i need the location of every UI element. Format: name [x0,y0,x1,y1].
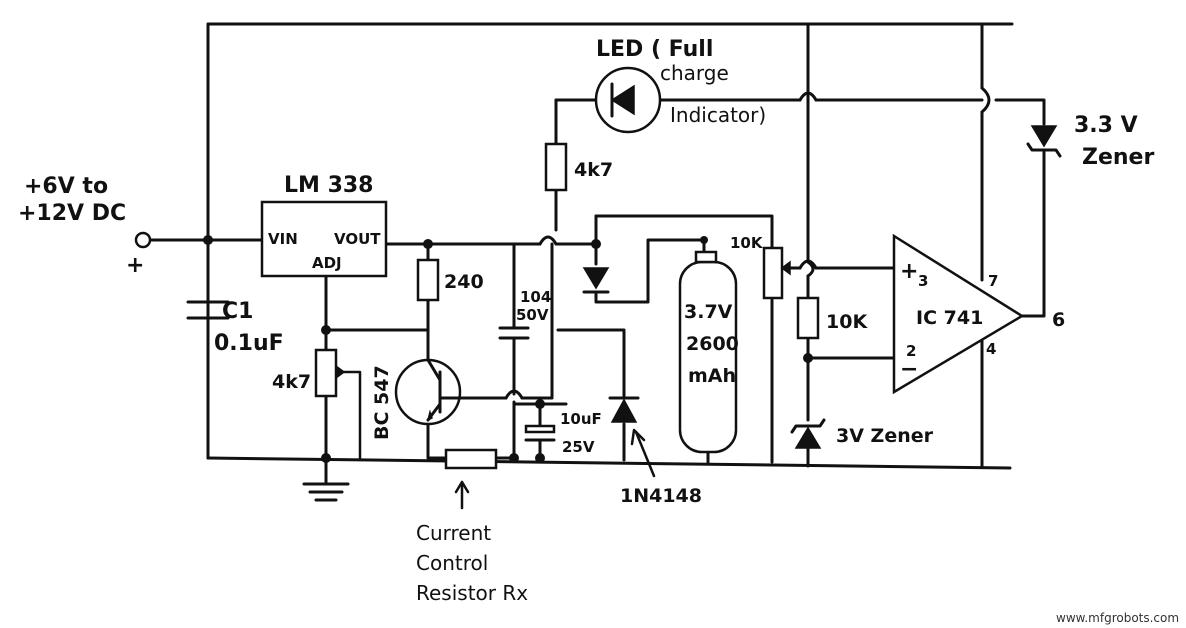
diode-1n4148: 1N4148 [608,396,702,507]
opamp-plus: + [900,259,918,284]
regulator-adj: ADJ [312,254,342,272]
capacitor-10uf: 10uF 25V [524,410,602,456]
current-control-line2: Control [416,551,488,575]
resistor-240: 240 [416,258,484,302]
input-label-line2: +12V DC [18,201,126,226]
transistor-bc547: BC 547 [371,358,462,440]
junction-dots [203,235,813,463]
regulator-name: LM 338 [284,173,374,198]
cap-104-line1: 104 [520,288,551,306]
input-plus: + [126,253,144,278]
resistor-4k7-value: 4k7 [574,159,613,181]
resistor-10k: 10K [796,296,868,340]
c1-value: 0.1uF [214,331,284,356]
opamp-minus: − [900,357,918,382]
diode-1n4148-name: 1N4148 [620,485,702,507]
pot-10k-value: 10K [730,234,764,252]
resistor-240-value: 240 [444,271,484,293]
battery-line1: 3.7V [684,301,733,323]
potentiometer-4k7: 4k7 [272,348,346,398]
zener-3v: 3V Zener [790,418,934,449]
zener-33v-line1: 3.3 V [1074,113,1138,138]
battery-line3: mAh [688,365,736,387]
input-terminal: +6V to +12V DC + [18,174,152,278]
pot-value: 4k7 [272,371,311,393]
watermark: www.mfgrobots.com [1056,611,1179,625]
opamp-name: IC 741 [916,307,983,329]
battery-cell: 3.7V 2600 mAh [678,250,739,454]
opamp-pin4: 4 [986,340,996,358]
current-control-line1: Current [416,521,491,545]
led-label-line3: Indicator) [670,103,766,127]
resistor-10k-value: 10K [826,311,868,333]
capacitor-c1: C1 0.1uF [186,299,284,356]
regulator-vin: VIN [268,230,298,248]
battery-line2: 2600 [686,333,739,355]
led-label-line1: LED ( Full [596,37,713,62]
input-label-line1: +6V to [24,174,108,199]
ground-symbol [302,482,350,502]
current-control-line3: Resistor Rx [416,581,528,605]
cap-10uf-line2: 25V [562,438,595,456]
led-indicator: LED ( Full charge Indicator) [594,37,766,134]
cap-104-line2: 50V [516,306,549,324]
potentiometer-10k: 10K [730,234,791,300]
led-label-line2: charge [660,61,729,85]
lm338-regulator: LM 338 VIN VOUT ADJ [260,173,388,278]
opamp-ic741: + 3 2 − IC 741 7 4 6 [892,233,1065,395]
cap-10uf-line1: 10uF [560,410,602,428]
zener-33v-line2: Zener [1082,145,1154,170]
zener-3-3v: 3.3 V Zener [1026,113,1154,170]
opamp-pin3: 3 [918,272,928,290]
transistor-name: BC 547 [371,365,393,440]
regulator-vout: VOUT [334,230,381,248]
opamp-pin6: 6 [1052,309,1065,331]
current-control-resistor: Current Control Resistor Rx [416,448,528,605]
opamp-pin7: 7 [988,272,998,290]
wires [148,22,1046,484]
zener-3v-name: 3V Zener [836,425,934,447]
opamp-pin2: 2 [906,342,916,360]
capacitor-104: 104 50V [498,288,551,340]
charging-diode [582,267,610,294]
wire-crossovers [504,86,991,400]
resistor-4k7: 4k7 [544,142,613,192]
c1-name: C1 [222,299,253,324]
